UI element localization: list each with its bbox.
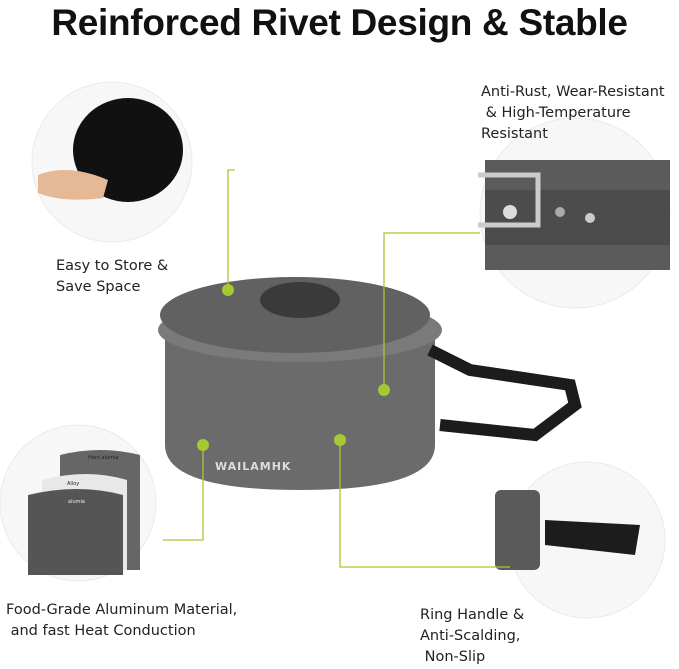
layer-alumia <box>28 489 123 575</box>
callout-dot <box>378 384 390 396</box>
pot-wall-band <box>485 190 670 245</box>
layer-label: alumia <box>68 499 85 505</box>
rivet <box>503 205 517 219</box>
rivet <box>585 213 595 223</box>
callout-dot <box>334 434 346 446</box>
pot-handle <box>427 344 582 442</box>
leader-line-coating <box>383 232 480 390</box>
caption-storage: Easy to Store & Save Space <box>56 258 169 295</box>
handle-closeup <box>545 520 640 555</box>
caption-material: Food-Grade Aluminum Material, and fast H… <box>6 602 238 639</box>
hand <box>38 170 108 200</box>
callout-dots <box>197 284 390 451</box>
leader-line-storage <box>227 169 235 290</box>
storage-bag <box>73 98 183 202</box>
leader-line-material <box>163 445 204 541</box>
pot-body <box>165 330 435 490</box>
headline: Reinforced Rivet Design & Stable <box>51 2 628 43</box>
layer-label: Hard alumia <box>88 455 119 461</box>
callout-dot <box>222 284 234 296</box>
callout-dot <box>197 439 209 451</box>
brand-logo: WAILAMHK <box>215 460 292 473</box>
leader-lines <box>163 169 510 568</box>
leader-line-handle <box>339 440 510 568</box>
caption-coating: Anti-Rust, Wear-Resistant & High-Tempera… <box>481 84 665 142</box>
lid-knob <box>260 282 340 318</box>
rivet <box>555 207 565 217</box>
handle-wire-closeup <box>478 172 541 228</box>
layer-label: Alloy <box>67 481 80 487</box>
caption-handle: Ring Handle & Anti-Scalding, Non-Slip <box>420 607 525 665</box>
pot-side-closeup <box>495 490 540 570</box>
